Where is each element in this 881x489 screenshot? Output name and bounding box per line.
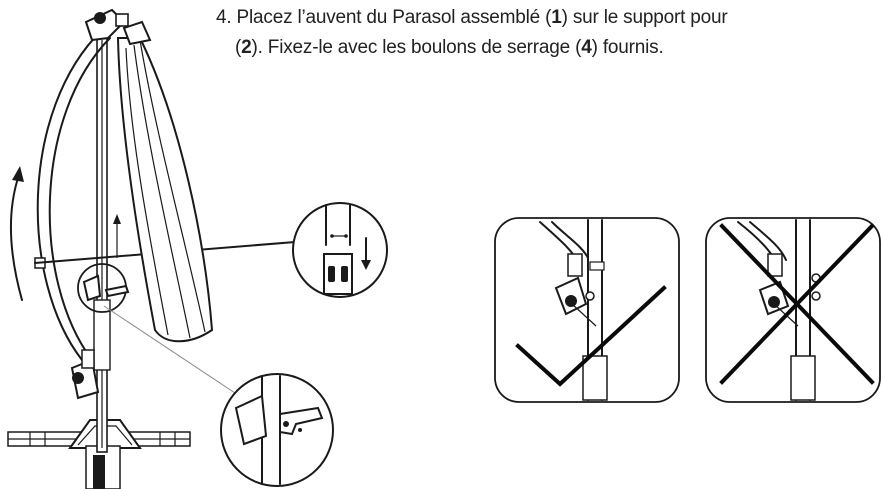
step-number: 4. [216, 7, 232, 28]
correct-position-check [494, 217, 680, 403]
clamp-handle-detail [220, 373, 334, 487]
instruction-text: 4. Placez l’auvent du Parasol assemblé (… [216, 3, 878, 63]
parasol-pole [93, 31, 111, 453]
instruction-line-1: 4. Placez l’auvent du Parasol assemblé (… [216, 7, 728, 28]
crank-handle [70, 349, 100, 400]
incorrect-position-cross [705, 217, 881, 403]
top-crown [84, 8, 129, 42]
bolt-insertion-detail [292, 202, 388, 298]
part-ref-4: 4 [581, 37, 592, 58]
rotation-arrow-icon [9, 166, 24, 301]
instruction-line-2: (2). Fixez-le avec les boulons de serrag… [235, 37, 664, 58]
up-arrow-icon [113, 214, 121, 258]
folded-canopy [116, 20, 214, 343]
clamp-area-highlight [77, 263, 239, 396]
part-ref-2: 2 [241, 37, 252, 58]
part-ref-1: 1 [551, 7, 562, 28]
parasol-assembly-illustration [7, 8, 296, 489]
down-arrow-icon [361, 237, 371, 270]
